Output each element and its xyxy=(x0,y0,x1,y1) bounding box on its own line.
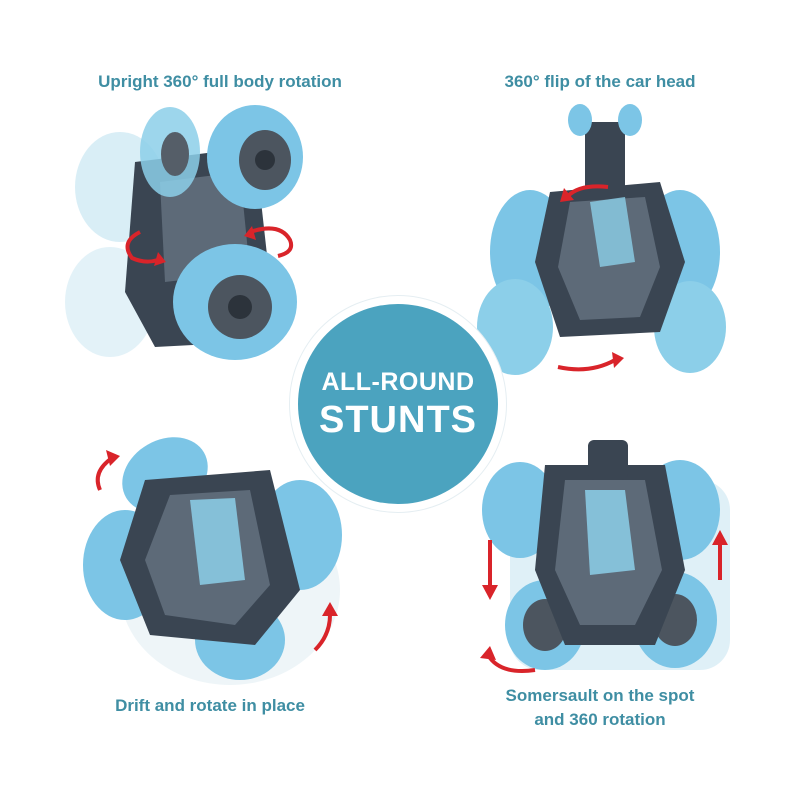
rotation-arrow-icon xyxy=(557,358,616,372)
illustration-somersault xyxy=(440,420,780,740)
rotation-arrow-icon xyxy=(313,614,332,652)
caption-somersault: Somersault on the spot and 360 rotation xyxy=(440,684,760,732)
illustration-head-flip xyxy=(440,92,780,412)
stunt-car-icon xyxy=(480,440,730,673)
stunt-car-icon xyxy=(65,105,303,360)
caption-upright-rotation: Upright 360° full body rotation xyxy=(98,72,342,91)
rotation-arrow-icon xyxy=(125,230,159,264)
caption-somersault-line2: and 360 rotation xyxy=(534,710,666,729)
caption-somersault-line1: Somersault on the spot xyxy=(505,686,695,705)
stunts-badge-circle: ALL-ROUND STUNTS xyxy=(298,304,498,504)
illustration-upright-rotation xyxy=(40,92,380,412)
stunt-car-icon xyxy=(477,104,726,375)
stunts-badge: ALL-ROUND STUNTS xyxy=(290,296,506,512)
illustration-drift-rotate xyxy=(40,410,380,730)
stunt-car-icon xyxy=(83,437,342,685)
rotation-arrow-icon xyxy=(249,226,294,258)
caption-drift-rotate: Drift and rotate in place xyxy=(115,696,305,715)
badge-line-1: ALL-ROUND xyxy=(321,368,475,396)
caption-head-flip: 360° flip of the car head xyxy=(504,72,696,91)
rotation-arrow-icon xyxy=(566,184,609,198)
badge-line-2: STUNTS xyxy=(319,399,477,441)
